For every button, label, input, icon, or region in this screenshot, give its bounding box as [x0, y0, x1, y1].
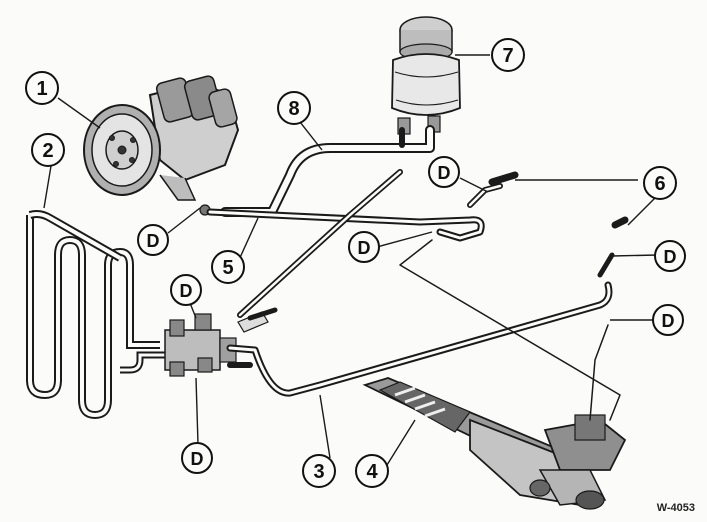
- leader-lines: [43, 54, 659, 466]
- fluid-reservoir: [391, 16, 461, 135]
- hydraulic-lines: [206, 125, 629, 421]
- callout-1: 1: [25, 71, 59, 105]
- callout-d-pump-label: D: [147, 231, 160, 251]
- callout-d-middle-label: D: [358, 238, 371, 258]
- callout-8-label: 8: [288, 98, 299, 120]
- callout-d-right-lower-label: D: [662, 311, 675, 331]
- callout-d-right-lower: D: [652, 304, 684, 336]
- callout-d-block-top-label: D: [180, 281, 193, 301]
- callout-d-pump: D: [137, 224, 169, 256]
- callout-d-upper: D: [428, 156, 460, 188]
- cooler-coil: [26, 210, 170, 420]
- callout-d-block-bottom-label: D: [191, 449, 204, 469]
- callout-d-block-bottom: D: [181, 442, 213, 474]
- callout-8: 8: [277, 91, 311, 125]
- callout-2-label: 2: [42, 140, 53, 162]
- callout-4: 4: [355, 454, 389, 488]
- connector-block: [164, 311, 269, 377]
- figure-reference-id: W-4053: [656, 502, 695, 514]
- callout-7: 7: [491, 38, 525, 72]
- callout-5-label: 5: [222, 257, 233, 279]
- callout-3: 3: [302, 454, 336, 488]
- callout-5: 5: [211, 250, 245, 284]
- callout-6: 6: [643, 166, 677, 200]
- callout-4-label: 4: [366, 461, 378, 483]
- callout-7-label: 7: [502, 45, 513, 67]
- steering-pump: [83, 75, 240, 216]
- steering-gear: [362, 377, 627, 510]
- callout-d-block-top: D: [170, 274, 202, 306]
- callout-3-label: 3: [313, 461, 324, 483]
- callout-d-right-upper-label: D: [664, 247, 677, 267]
- callout-d-upper-label: D: [438, 163, 451, 183]
- callout-2: 2: [31, 133, 65, 167]
- callout-d-middle: D: [348, 231, 380, 263]
- callout-6-label: 6: [654, 173, 665, 195]
- callout-d-right-upper: D: [654, 240, 686, 272]
- callout-1-label: 1: [36, 78, 47, 100]
